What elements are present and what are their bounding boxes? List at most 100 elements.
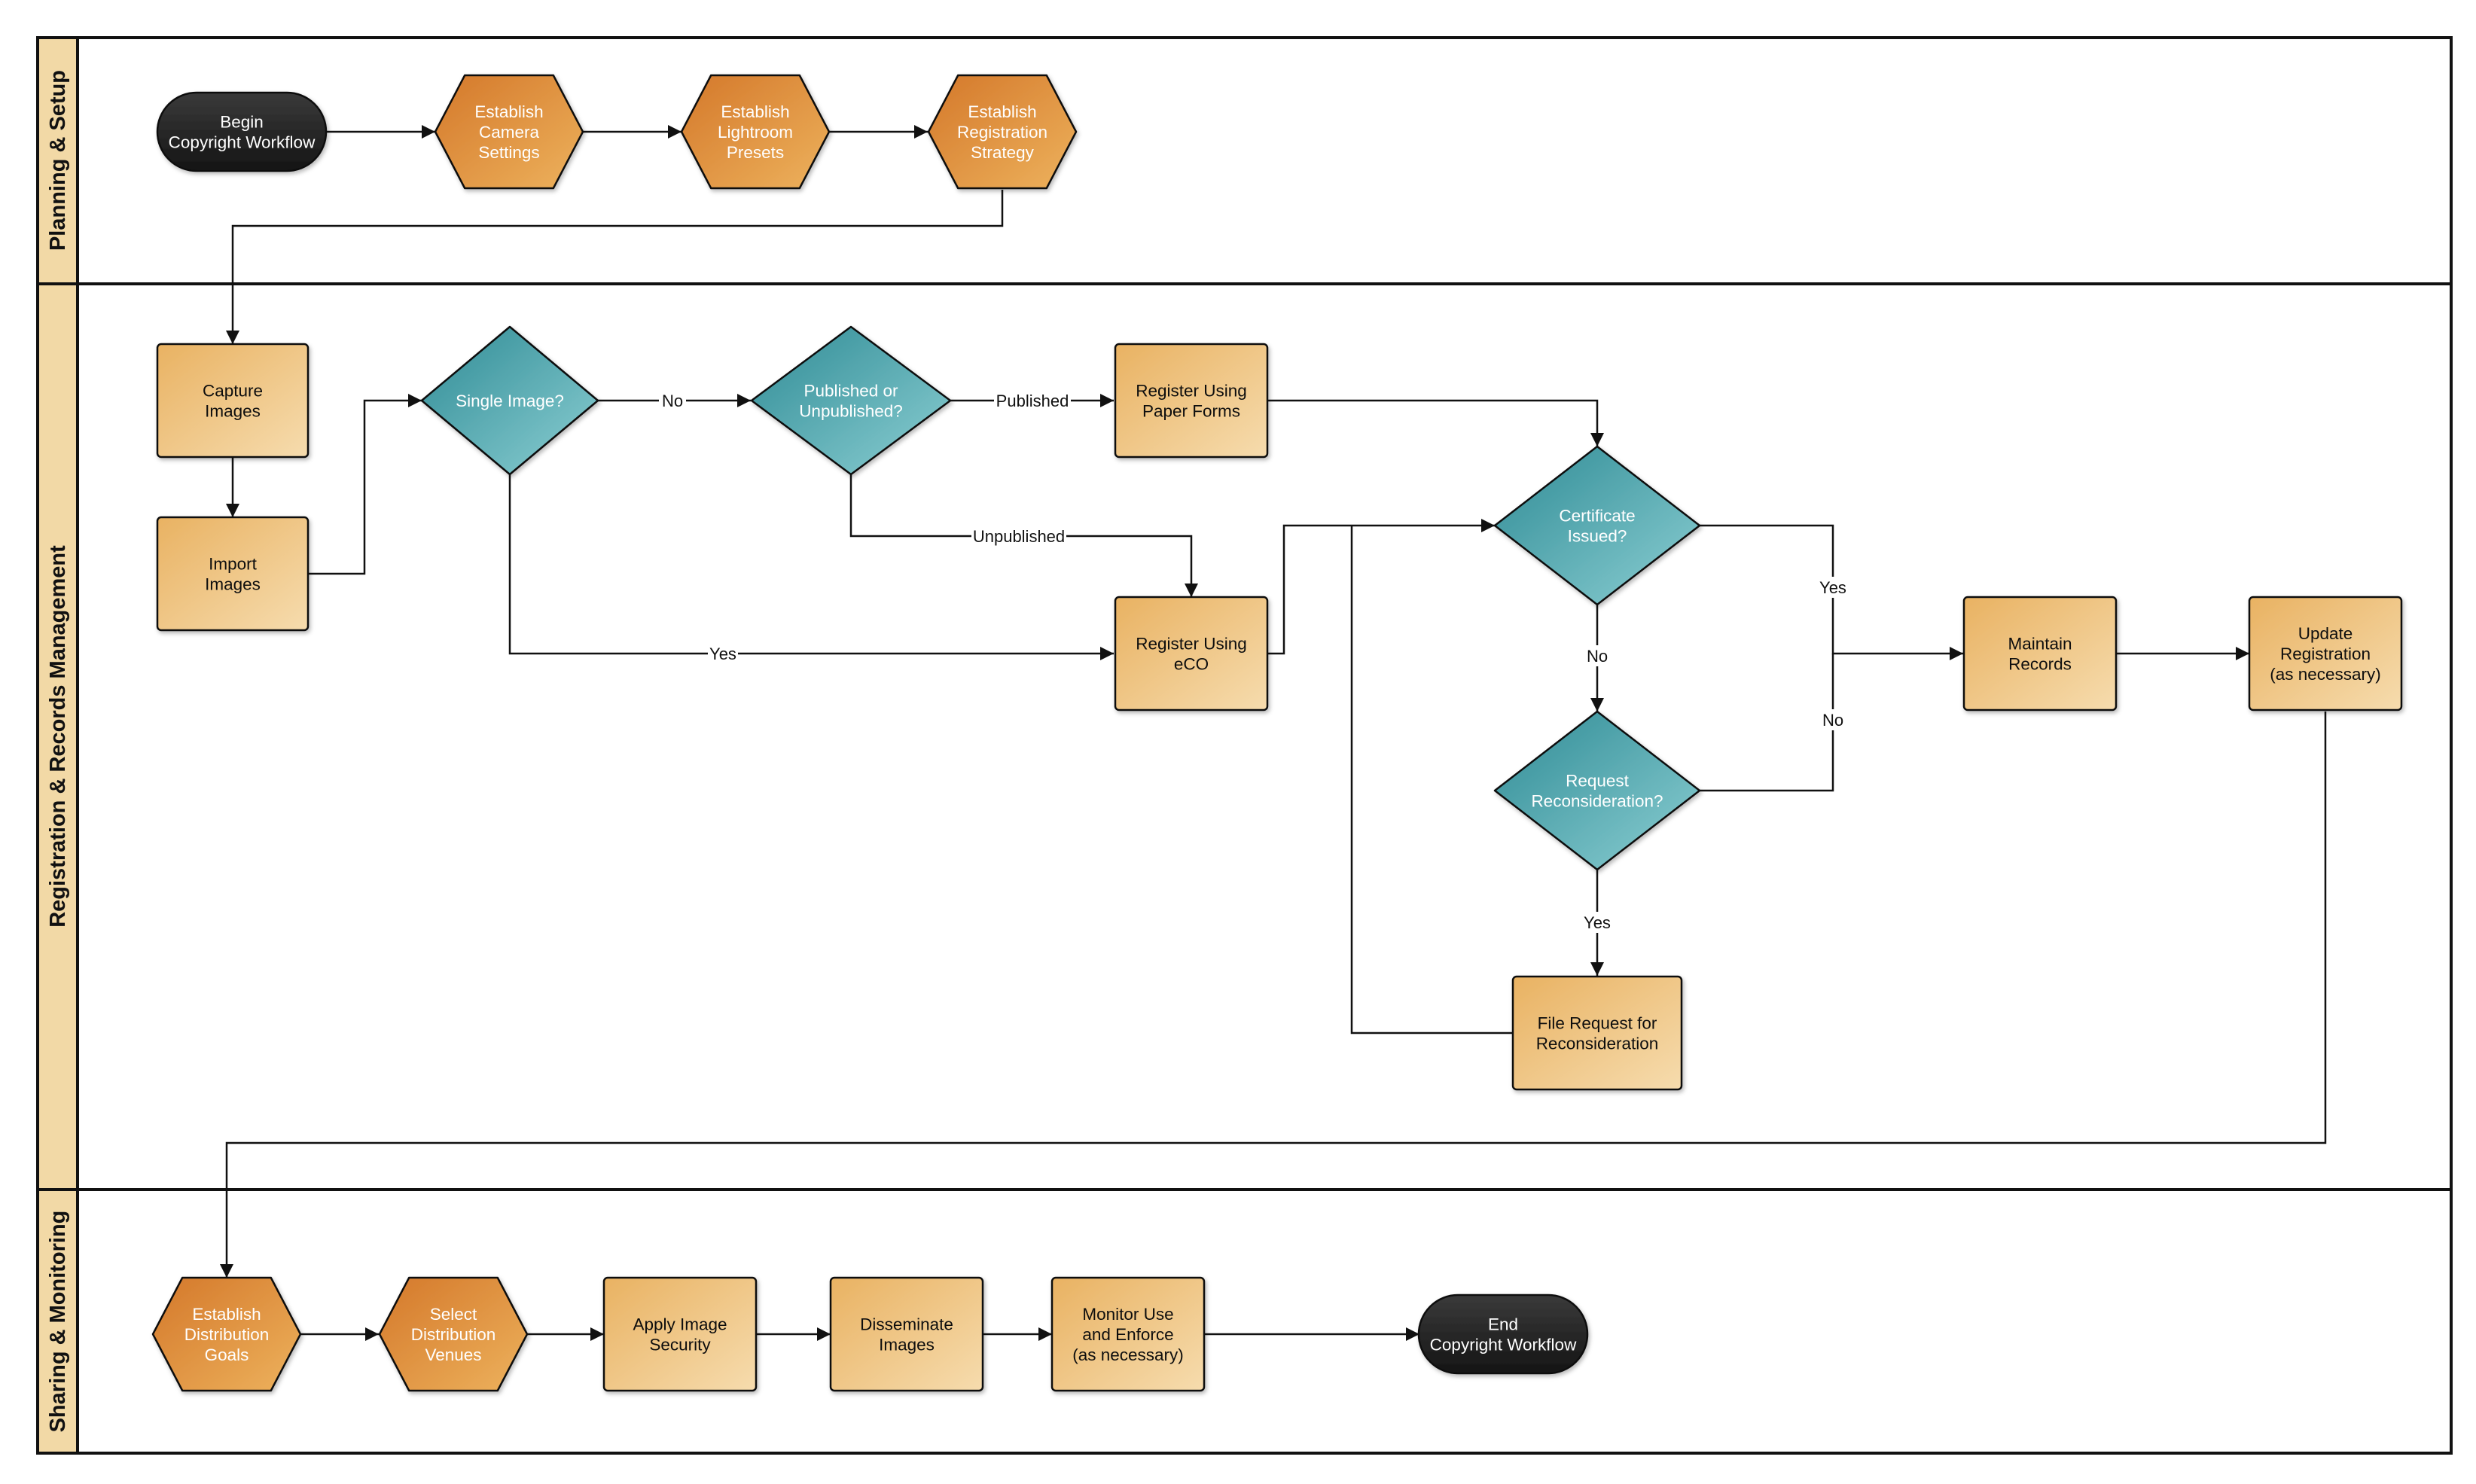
edge-label-single-no: No bbox=[662, 392, 683, 410]
node-reconsider-label-line: Reconsideration? bbox=[1531, 792, 1663, 811]
edge-paper-certificate bbox=[1268, 399, 1604, 446]
node-import-label-line: Images bbox=[205, 575, 261, 594]
node-eco-label-line: Register Using bbox=[1136, 635, 1247, 654]
edge-label-single-yes: Yes bbox=[709, 644, 736, 663]
node-eco-label-line: eCO bbox=[1174, 655, 1209, 674]
edge-filereq-certificate bbox=[1350, 526, 1514, 1035]
node-lightroom-label-line: Presets bbox=[727, 143, 784, 162]
node-strategy-label-line: Strategy bbox=[971, 143, 1035, 162]
node-single: Single Image? bbox=[420, 325, 599, 476]
rectangle-shape bbox=[1511, 975, 1683, 1091]
node-maintain-label-line: Maintain bbox=[2008, 635, 2072, 654]
node-goals-label-line: Goals bbox=[205, 1345, 249, 1364]
node-camera-label-line: Establish bbox=[474, 102, 543, 121]
terminal-shape bbox=[1417, 1294, 1589, 1375]
lane-label-planning: Planning & Setup bbox=[46, 70, 70, 251]
diamond-shape bbox=[1493, 710, 1701, 871]
edge-labels: No Yes Published Unpublished Yes No No Y… bbox=[659, 390, 1849, 933]
node-goals-label-line: Establish bbox=[192, 1305, 261, 1324]
node-monitor-label-line: Monitor Use bbox=[1082, 1305, 1173, 1324]
connectors bbox=[220, 125, 2327, 1341]
node-security-label-line: Security bbox=[649, 1336, 711, 1354]
edge-label-recon-no: No bbox=[1822, 711, 1843, 730]
node-filereq-label-line: Reconsideration bbox=[1536, 1035, 1659, 1053]
edge-eco-certificate bbox=[1268, 519, 1495, 655]
rectangle-shape bbox=[1050, 1276, 1206, 1392]
node-disseminate-label-line: Disseminate bbox=[860, 1315, 953, 1334]
node-capture-label-line: Capture bbox=[203, 382, 263, 401]
edge-label-recon-yes: Yes bbox=[1584, 913, 1611, 932]
node-paper-label-line: Register Using bbox=[1136, 382, 1247, 401]
lane-label-sharing: Sharing & Monitoring bbox=[46, 1211, 70, 1433]
node-certificate-label-line: Issued? bbox=[1568, 527, 1627, 546]
node-pubunpub-label-line: Published or bbox=[803, 382, 898, 401]
node-paper-label-line: Paper Forms bbox=[1142, 402, 1240, 421]
node-filereq-label-line: File Request for bbox=[1538, 1014, 1657, 1033]
node-pubunpub-label-line: Unpublished? bbox=[799, 402, 903, 421]
node-camera-label-line: Camera bbox=[479, 123, 540, 142]
node-end-label-line: End bbox=[1488, 1315, 1518, 1334]
edge-update-goals bbox=[220, 712, 2327, 1278]
terminal-shape bbox=[156, 91, 328, 172]
node-update-label-line: Update bbox=[2298, 624, 2353, 643]
edge-import-single bbox=[308, 394, 422, 575]
edge-label-cert-no: No bbox=[1587, 647, 1608, 666]
node-venues-label-line: Select bbox=[430, 1305, 477, 1324]
node-update-label-line: Registration bbox=[2280, 644, 2371, 663]
node-goals-label-line: Distribution bbox=[184, 1325, 270, 1344]
node-begin-label-line: Begin bbox=[220, 113, 264, 132]
edge-label-unpublished: Unpublished bbox=[973, 527, 1065, 546]
node-lightroom-label-line: Lightroom bbox=[718, 123, 793, 142]
node-reconsider-label-line: Request bbox=[1566, 772, 1630, 791]
hexagon-shape bbox=[151, 1276, 302, 1392]
node-certificate-label-line: Certificate bbox=[1559, 507, 1635, 526]
edge-label-published: Published bbox=[996, 392, 1069, 410]
node-begin-label-line: Copyright Workflow bbox=[169, 133, 316, 152]
node-camera-label-line: Settings bbox=[478, 143, 539, 162]
node-security-label-line: Apply Image bbox=[633, 1315, 727, 1334]
hexagon-shape bbox=[680, 74, 831, 190]
rectangle-shape bbox=[829, 1276, 984, 1392]
diamond-shape bbox=[420, 325, 599, 476]
node-strategy-label-line: Registration bbox=[957, 123, 1047, 142]
node-update-label-line: (as necessary) bbox=[2270, 665, 2381, 684]
rectangle-shape bbox=[1114, 596, 1269, 712]
node-lightroom-label-line: Establish bbox=[721, 102, 789, 121]
node-single-label-line: Single Image? bbox=[456, 392, 564, 410]
diamond-shape bbox=[1493, 445, 1701, 606]
edge-strategy-capture bbox=[226, 190, 1004, 344]
edge-label-cert-yes: Yes bbox=[1819, 578, 1846, 597]
rectangle-shape bbox=[156, 516, 310, 632]
rectangle-shape bbox=[1114, 343, 1269, 459]
node-end-label-line: Copyright Workflow bbox=[1430, 1336, 1577, 1354]
node-strategy-label-line: Establish bbox=[968, 102, 1036, 121]
node-monitor-label-line: (as necessary) bbox=[1072, 1345, 1184, 1364]
swimlane-frame: Planning & Setup Registration & Records … bbox=[36, 36, 2453, 1455]
node-import-label-line: Import bbox=[209, 555, 258, 574]
rectangle-shape bbox=[1962, 596, 2118, 712]
node-monitor-label-line: and Enforce bbox=[1082, 1325, 1173, 1344]
node-venues-label-line: Distribution bbox=[411, 1325, 496, 1344]
node-maintain-label-line: Records bbox=[2008, 655, 2072, 674]
